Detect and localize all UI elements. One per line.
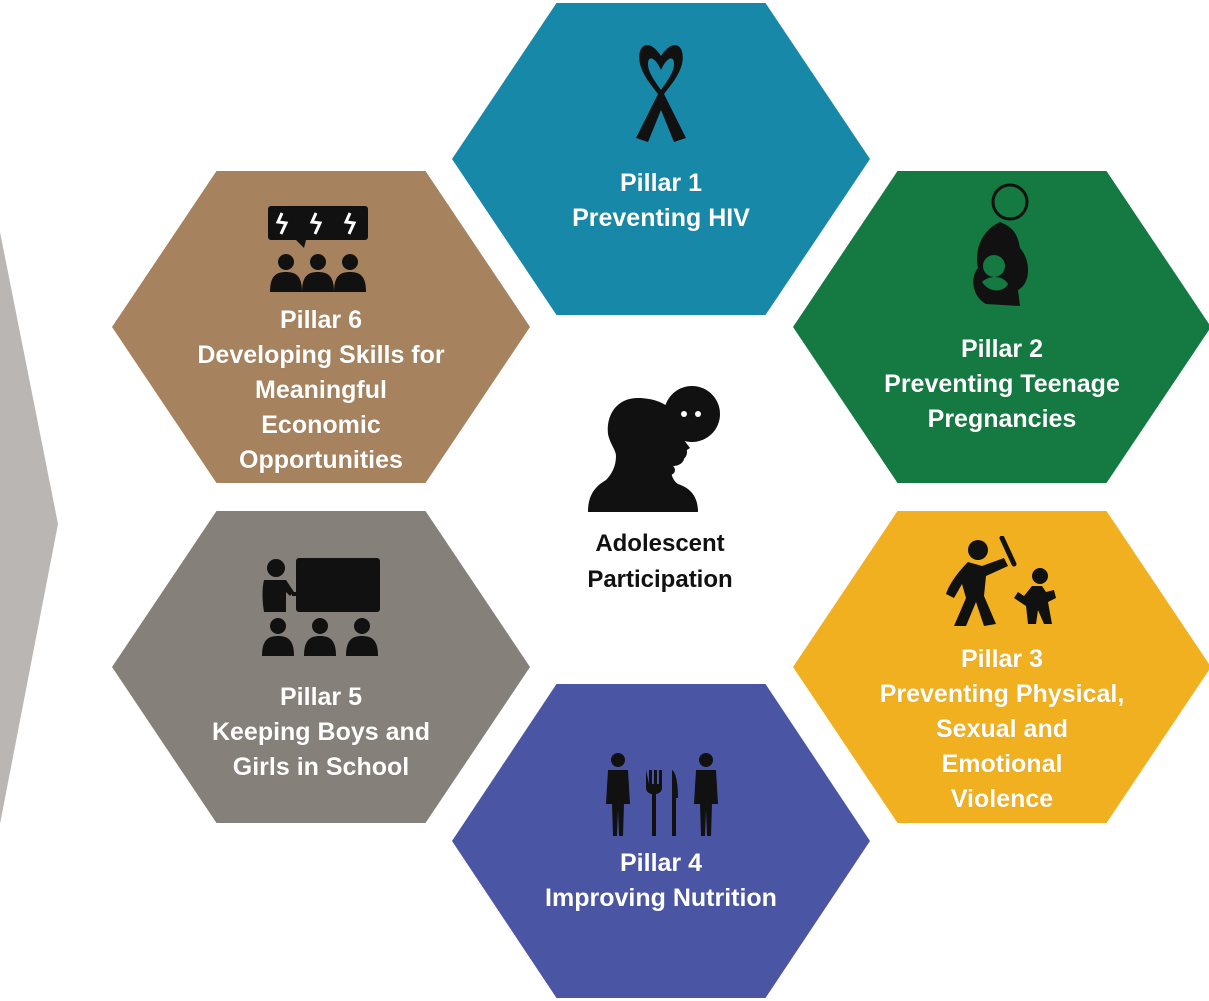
pillar-3-title-line-4: Violence xyxy=(950,785,1054,813)
person-thinking-icon xyxy=(588,386,720,512)
center-label-line-1: Adolescent xyxy=(595,530,725,557)
pillar-4-number: Pillar 4 xyxy=(620,849,702,877)
pregnant-silhouette-icon xyxy=(973,183,1029,306)
pillar-2-title-line-1: Preventing Teenage xyxy=(884,370,1120,398)
people-fork-knife-icon xyxy=(606,753,718,836)
pillar-3-title-line-2: Sexual and xyxy=(936,715,1068,743)
pillar-6-title-line-2: Meaningful xyxy=(255,376,387,404)
pillar-2-title-line-2: Pregnancies xyxy=(927,405,1077,433)
pillar-6-title-line-1: Developing Skills for xyxy=(197,341,445,369)
center-label: Adolescent Participation xyxy=(540,526,780,598)
side-arrow-shape xyxy=(0,232,58,824)
chevron-arrow-icon xyxy=(0,232,58,824)
pillar-6-title-line-3: Economic xyxy=(261,411,381,439)
pillar-2-number: Pillar 2 xyxy=(961,335,1043,363)
pillar-4-hexagon xyxy=(452,684,870,998)
pillar-6-label: Pillar 6 Developing Skills for Meaningfu… xyxy=(112,303,530,478)
pillar-6-title-line-4: Opportunities xyxy=(239,446,403,474)
pillar-1-label: Pillar 1 Preventing HIV xyxy=(452,166,870,236)
pillar-1-number: Pillar 1 xyxy=(620,169,702,197)
pillar-1-hexagon xyxy=(452,3,870,315)
center-label-line-2: Participation xyxy=(587,566,733,593)
money-speech-group-icon xyxy=(268,206,368,292)
pillar-2-label: Pillar 2 Preventing Teenage Pregnancies xyxy=(793,332,1209,437)
pillar-5-title-line-1: Keeping Boys and xyxy=(211,718,431,746)
pillar-3-label: Pillar 3 Preventing Physical, Sexual and… xyxy=(793,642,1209,817)
pillar-4-title: Improving Nutrition xyxy=(545,884,777,912)
pillar-3-title-line-1: Preventing Physical, xyxy=(879,680,1125,708)
pillar-4-label: Pillar 4 Improving Nutrition xyxy=(452,846,870,916)
pillar-5-number: Pillar 5 xyxy=(280,683,362,711)
teacher-classroom-icon xyxy=(262,558,380,656)
pillar-3-title-line-3: Emotional xyxy=(941,750,1063,778)
pillar-3-number: Pillar 3 xyxy=(961,645,1043,673)
pillar-1-title: Preventing HIV xyxy=(572,204,750,232)
pillar-5-label: Pillar 5 Keeping Boys and Girls in Schoo… xyxy=(112,680,530,785)
violence-figures-icon xyxy=(946,536,1056,626)
pillar-5-title-line-2: Girls in School xyxy=(232,753,410,781)
awareness-ribbon-icon xyxy=(636,44,686,142)
pillar-6-number: Pillar 6 xyxy=(280,306,362,334)
